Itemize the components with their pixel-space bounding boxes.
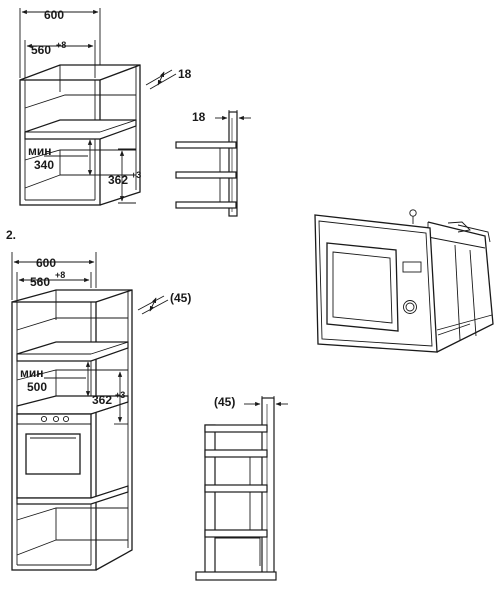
min-label-1: мин: [28, 144, 52, 158]
cabinet-diagram-2: [11, 289, 133, 571]
min-label-2: мин: [20, 366, 44, 380]
dim-362-d2: 362 +3: [92, 369, 128, 425]
dim-inner-tol-2: +8: [55, 270, 65, 280]
min-value-2: 500: [27, 380, 47, 394]
min-value-1: 340: [34, 158, 54, 172]
dim-362-d1: 362 +3: [108, 148, 141, 204]
dim-outer-width-2: 600: [36, 256, 56, 270]
dim-inner-width-1: 560: [31, 43, 51, 57]
shelf-detail-1: 18: [175, 110, 251, 217]
dim-inner-tol-1: +8: [56, 40, 66, 50]
dim-600-d1: 600: [19, 8, 101, 78]
cabinet-diagram-1: [19, 64, 141, 206]
dim-min-340: мин 340: [28, 139, 93, 176]
dim-outer-width-1: 600: [44, 8, 64, 22]
shelf-detail-2: (45): [195, 395, 288, 581]
opening-tol-2: +3: [115, 390, 125, 400]
shelf-thickness-2: (45): [214, 395, 235, 409]
opening-tol-1: +3: [131, 170, 141, 180]
dim-min-500: мин 500: [20, 361, 91, 397]
shelf-thickness-1: 18: [192, 110, 206, 124]
dim-560-d1: 560 +8: [24, 40, 96, 78]
dim-18-panel-d1: 18: [145, 67, 192, 90]
dim-560-d2: 560 +8: [16, 270, 92, 300]
opening-height-2: 362: [92, 393, 112, 407]
dim-panel-thickness-1: 18: [178, 67, 192, 81]
dim-600-d2: 600: [11, 252, 97, 300]
step-label: 2.: [6, 228, 16, 242]
dim-45-panel-d2: (45): [137, 291, 191, 315]
dim-panel-thickness-2: (45): [170, 291, 191, 305]
opening-height-1: 362: [108, 173, 128, 187]
microwave-illustration: [314, 209, 494, 353]
dim-inner-width-2: 560: [30, 275, 50, 289]
